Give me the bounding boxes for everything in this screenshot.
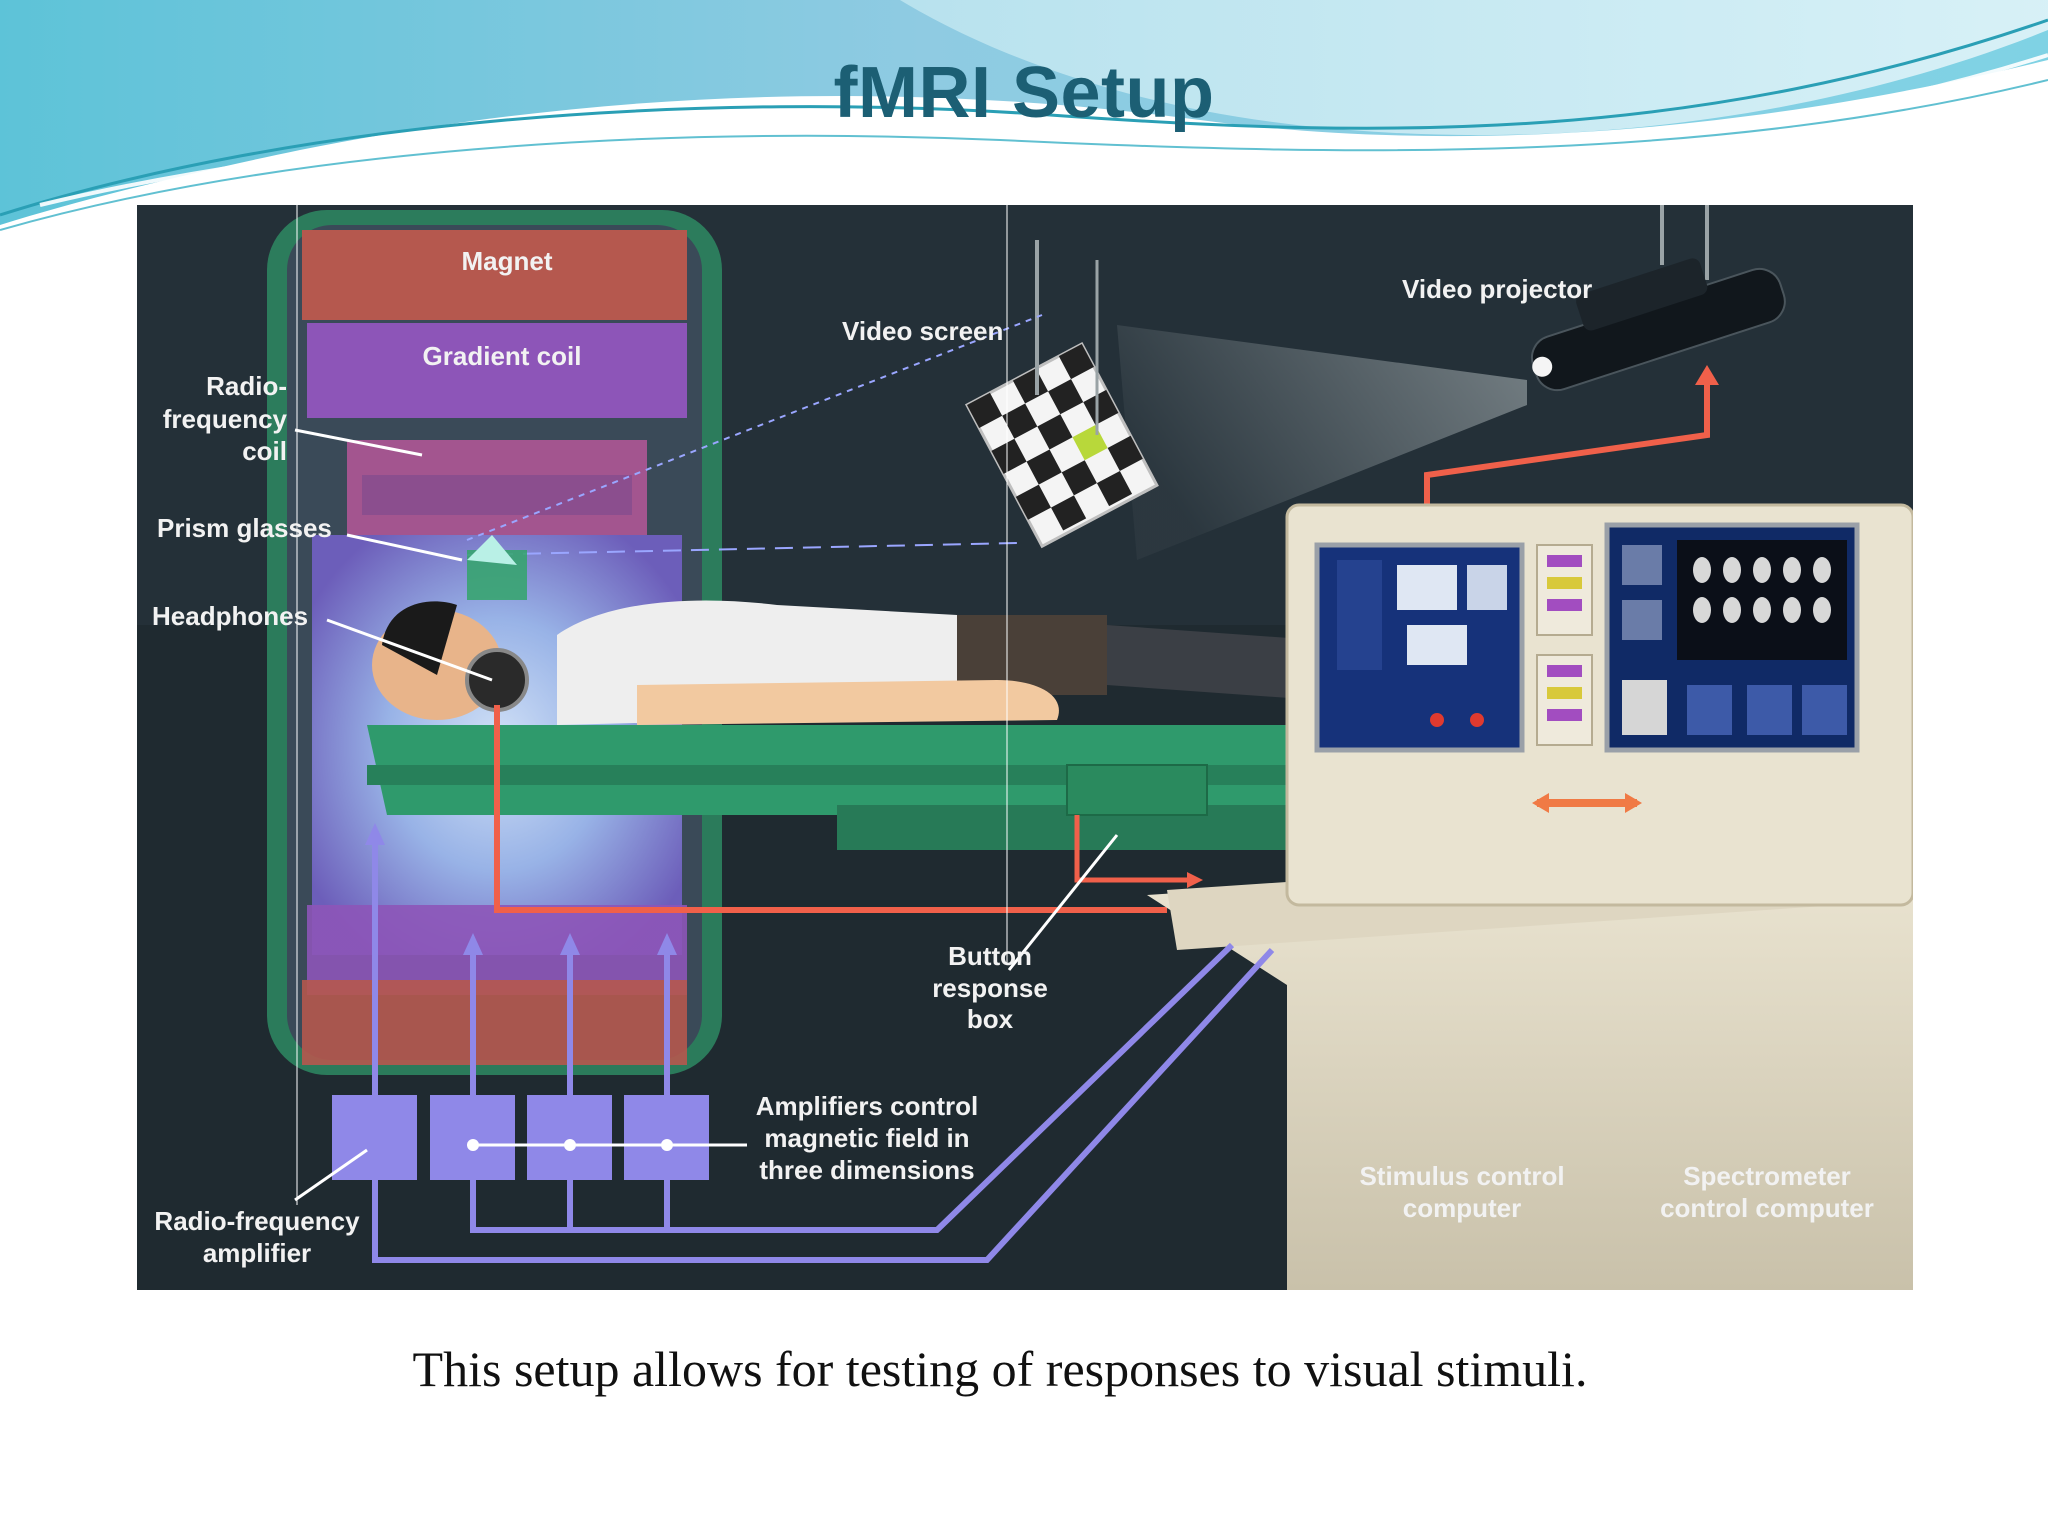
magnet-band-top — [302, 230, 687, 320]
cable-gradient — [470, 942, 1235, 1233]
label-video-projector: Video projector — [1402, 274, 1592, 304]
label-amplifiers-3: three dimensions — [759, 1155, 974, 1185]
label-button-box-3: box — [967, 1004, 1014, 1034]
projector-beam — [1117, 325, 1527, 560]
label-rf-coil-1: Radio- — [206, 371, 287, 401]
label-stimulus-computer-2: computer — [1403, 1193, 1521, 1223]
gradient-amplifier-z — [624, 1095, 709, 1180]
label-amplifiers-2: magnetic field in — [764, 1123, 969, 1153]
gradient-amplifier-y — [527, 1095, 612, 1180]
cable-rf — [372, 835, 1275, 1263]
magnet-band-bottom — [302, 980, 687, 1065]
label-rf-amplifier-1: Radio-frequency — [154, 1206, 360, 1236]
label-amplifiers-1: Amplifiers control — [756, 1091, 978, 1121]
video-projector — [1530, 258, 1786, 392]
label-stimulus-computer-1: Stimulus control — [1359, 1161, 1564, 1191]
label-spectrometer-computer-1: Spectrometer — [1683, 1161, 1851, 1191]
fmri-setup-diagram: Magnet Gradient coil Radio- frequency co… — [137, 205, 1913, 1290]
slide-caption: This setup allows for testing of respons… — [412, 1341, 1588, 1397]
prism-glasses — [467, 535, 517, 565]
label-magnet: Magnet — [462, 246, 553, 276]
headphones — [465, 648, 529, 712]
signal-headphones — [494, 705, 1167, 913]
wave-banner — [0, 0, 2048, 231]
gradient-coil-top — [307, 323, 687, 418]
button-response-box — [1066, 764, 1208, 816]
label-button-box-1: Button — [948, 941, 1032, 971]
label-rf-amplifier-2: amplifier — [203, 1238, 311, 1268]
label-prism-glasses: Prism glasses — [157, 513, 332, 543]
label-button-box-2: response — [932, 973, 1048, 1003]
control-console — [1147, 503, 1913, 1290]
label-spectrometer-computer-2: control computer — [1660, 1193, 1874, 1223]
label-video-screen: Video screen — [842, 316, 1003, 346]
video-screen — [964, 341, 1159, 549]
label-rf-coil-2: frequency — [163, 404, 288, 434]
label-headphones: Headphones — [152, 601, 308, 631]
label-rf-coil-3: coil — [242, 436, 287, 466]
label-gradient-coil: Gradient coil — [423, 341, 582, 371]
gradient-amplifier-x — [430, 1095, 515, 1180]
slide-title: fMRI Setup — [833, 53, 1215, 133]
